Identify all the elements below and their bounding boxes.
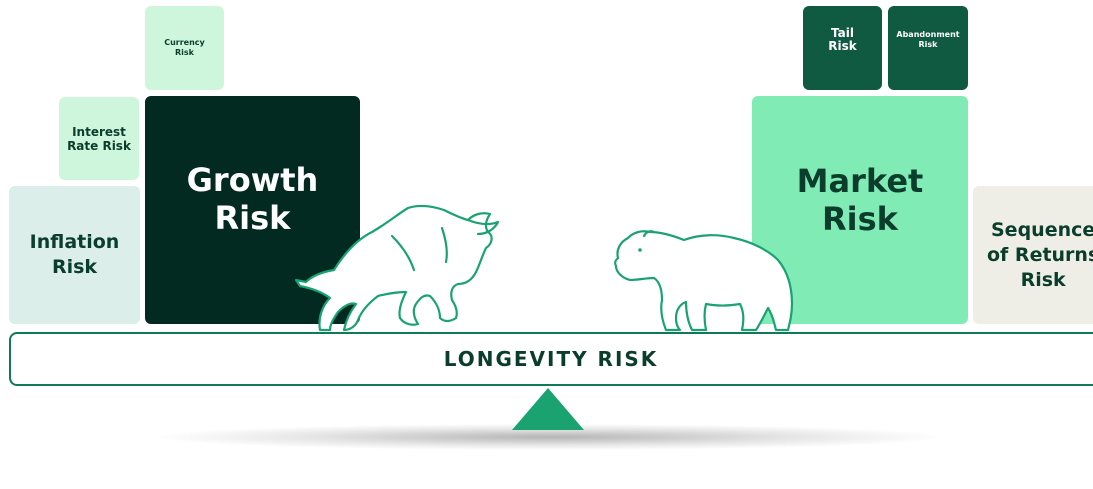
abandonment-risk-label: Abandonment Risk xyxy=(896,30,960,49)
longevity-risk-beam: LONGEVITY RISK xyxy=(9,332,1093,386)
abandonment-risk-box: Abandonment Risk xyxy=(888,6,968,90)
currency-risk-label: Currency Risk xyxy=(164,38,205,57)
fulcrum-triangle xyxy=(512,388,584,430)
market-risk-label: Market Risk xyxy=(796,162,924,238)
sequence-of-returns-risk-label: Sequence of Returns Risk xyxy=(987,218,1093,291)
tail-risk-label: Tail Risk xyxy=(828,26,857,53)
inflation-risk-box: Inflation Risk xyxy=(9,186,140,324)
currency-risk-box: Currency Risk xyxy=(145,6,224,90)
sequence-of-returns-risk-box: Sequence of Returns Risk xyxy=(973,186,1093,324)
growth-risk-label: Growth Risk xyxy=(186,161,319,237)
inflation-risk-label: Inflation Risk xyxy=(29,231,120,278)
interest-rate-risk-box: Interest Rate Risk xyxy=(59,97,139,180)
interest-rate-risk-label: Interest Rate Risk xyxy=(67,124,131,153)
tail-risk-box: Tail Risk xyxy=(803,6,882,90)
growth-risk-box: Growth Risk xyxy=(145,96,360,324)
longevity-risk-label: LONGEVITY RISK xyxy=(443,347,659,371)
